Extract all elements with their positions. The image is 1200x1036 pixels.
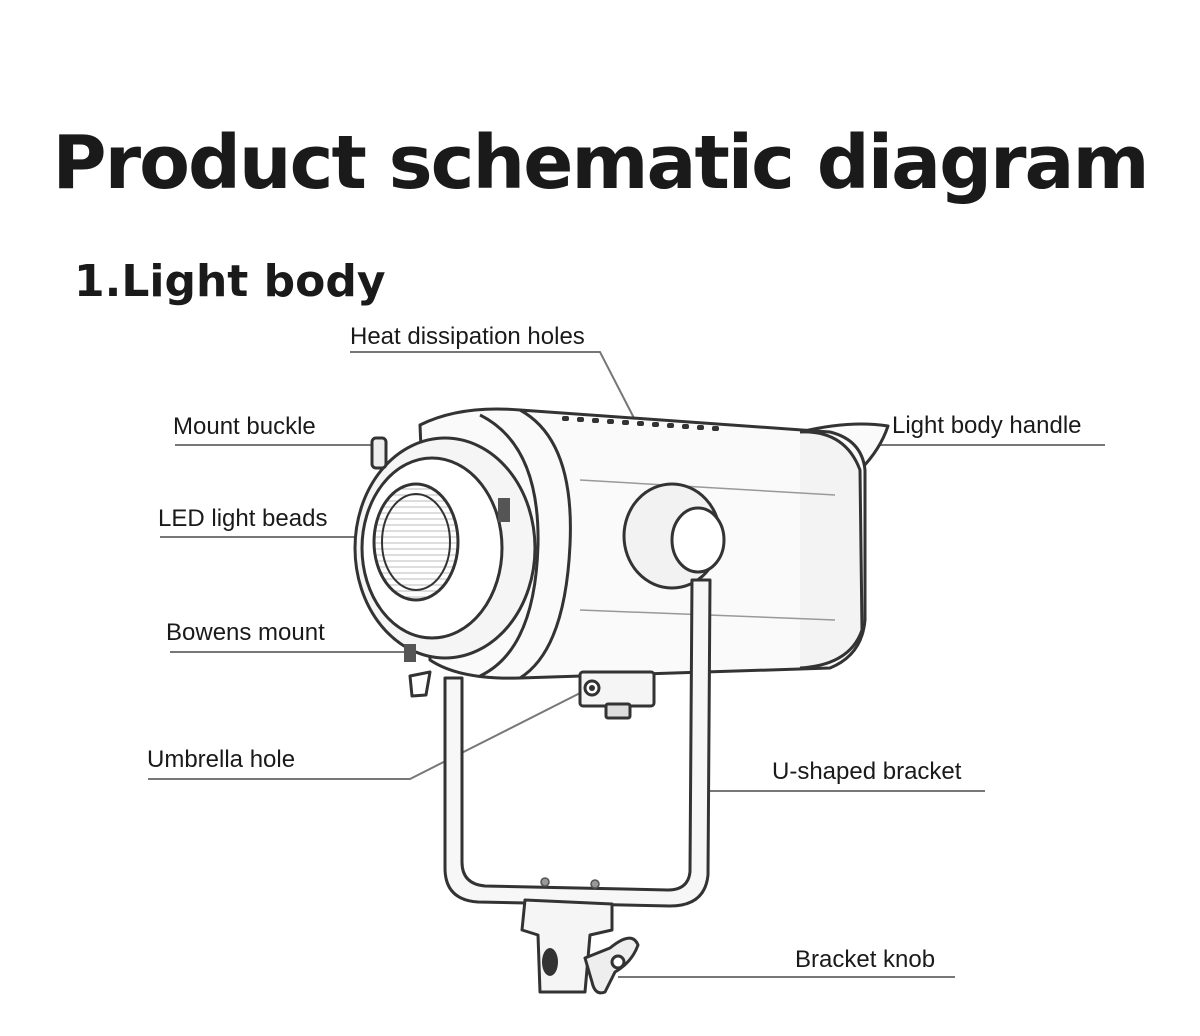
label-heat-dissipation-holes: Heat dissipation holes: [350, 323, 585, 350]
mount-buckle-tab: [370, 436, 388, 470]
label-led-light-beads: LED light beads: [158, 505, 328, 532]
label-mount-buckle: Mount buckle: [173, 413, 316, 440]
u-bracket: [443, 578, 712, 908]
section-heading: 1.Light body: [74, 256, 386, 307]
vent-holes: [562, 416, 719, 431]
rear-cap: [799, 430, 864, 670]
label-bowens-mount: Bowens mount: [166, 619, 325, 646]
diagram-title: Product schematic diagram: [52, 120, 1149, 206]
label-bracket-knob: Bracket knob: [795, 946, 936, 973]
leader-heat-dissipation-holes: [350, 351, 636, 421]
leader-umbrella-hole: [148, 687, 591, 780]
led-lens: [372, 482, 460, 602]
label-u-shaped-bracket: U-shaped bracket: [772, 758, 962, 785]
label-light-body-handle: Light body handle: [892, 412, 1082, 439]
light-body-drawing: [353, 407, 890, 995]
label-umbrella-hole: Umbrella hole: [147, 746, 296, 773]
